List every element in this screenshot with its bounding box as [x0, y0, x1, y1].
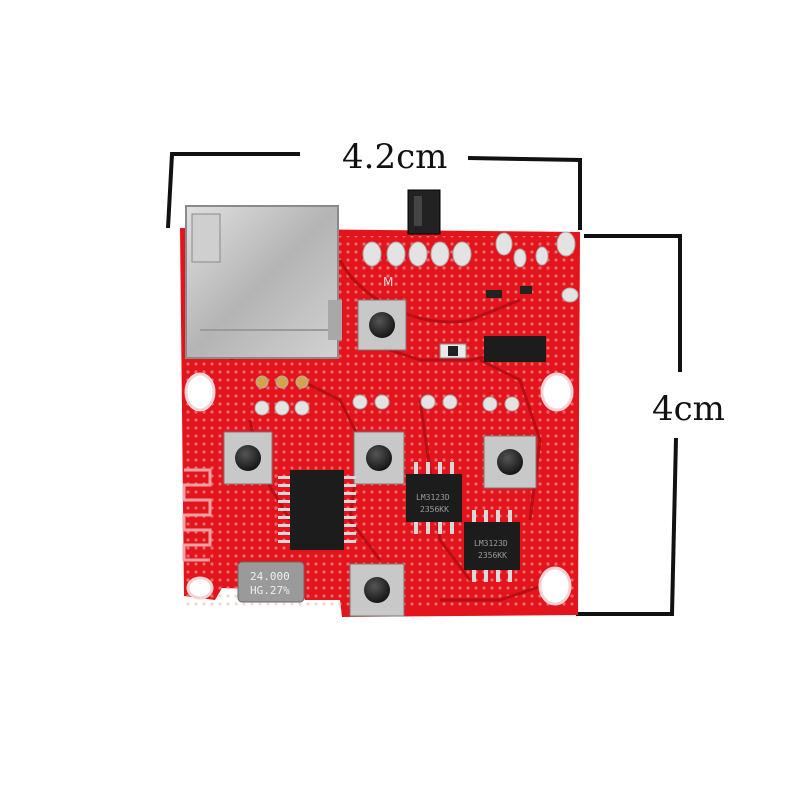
top-pads	[362, 231, 579, 303]
small-pads	[254, 375, 520, 416]
sd-card-slot	[185, 205, 342, 359]
tactile-button-right	[483, 435, 537, 489]
antenna-trace	[182, 468, 212, 562]
main-ic-chip	[278, 470, 356, 550]
height-dimension-line	[576, 234, 682, 616]
amplifier-chip-1: LM3123D 2356KK	[406, 462, 462, 534]
switch-silkscreen: M	[383, 275, 393, 289]
width-dimension-label: 4.2cm	[336, 140, 454, 174]
width-dimension-line	[166, 152, 582, 230]
mounting-holes	[184, 372, 574, 606]
amp-chip-1-marking: LM3123D	[416, 493, 450, 502]
amp-chip-2-code: 2356KK	[478, 551, 507, 560]
amplifier-chip-2: LM3123D 2356KK	[464, 510, 520, 582]
tactile-button-bottom	[349, 563, 405, 617]
tactile-button-left	[223, 431, 273, 485]
smd-components	[439, 286, 546, 362]
amp-chip-2-marking: LM3123D	[474, 539, 508, 548]
slide-switch	[407, 189, 441, 235]
crystal-marking-2: HG.27%	[250, 584, 290, 597]
tactile-button-center	[353, 431, 405, 485]
amp-chip-1-code: 2356KK	[420, 505, 449, 514]
tactile-button-top	[357, 299, 407, 351]
crystal-oscillator: 24.000 HG.27%	[237, 561, 305, 603]
pcb-board: M	[180, 189, 580, 617]
crystal-marking-1: 24.000	[250, 570, 290, 583]
height-dimension-label: 4cm	[646, 392, 731, 426]
